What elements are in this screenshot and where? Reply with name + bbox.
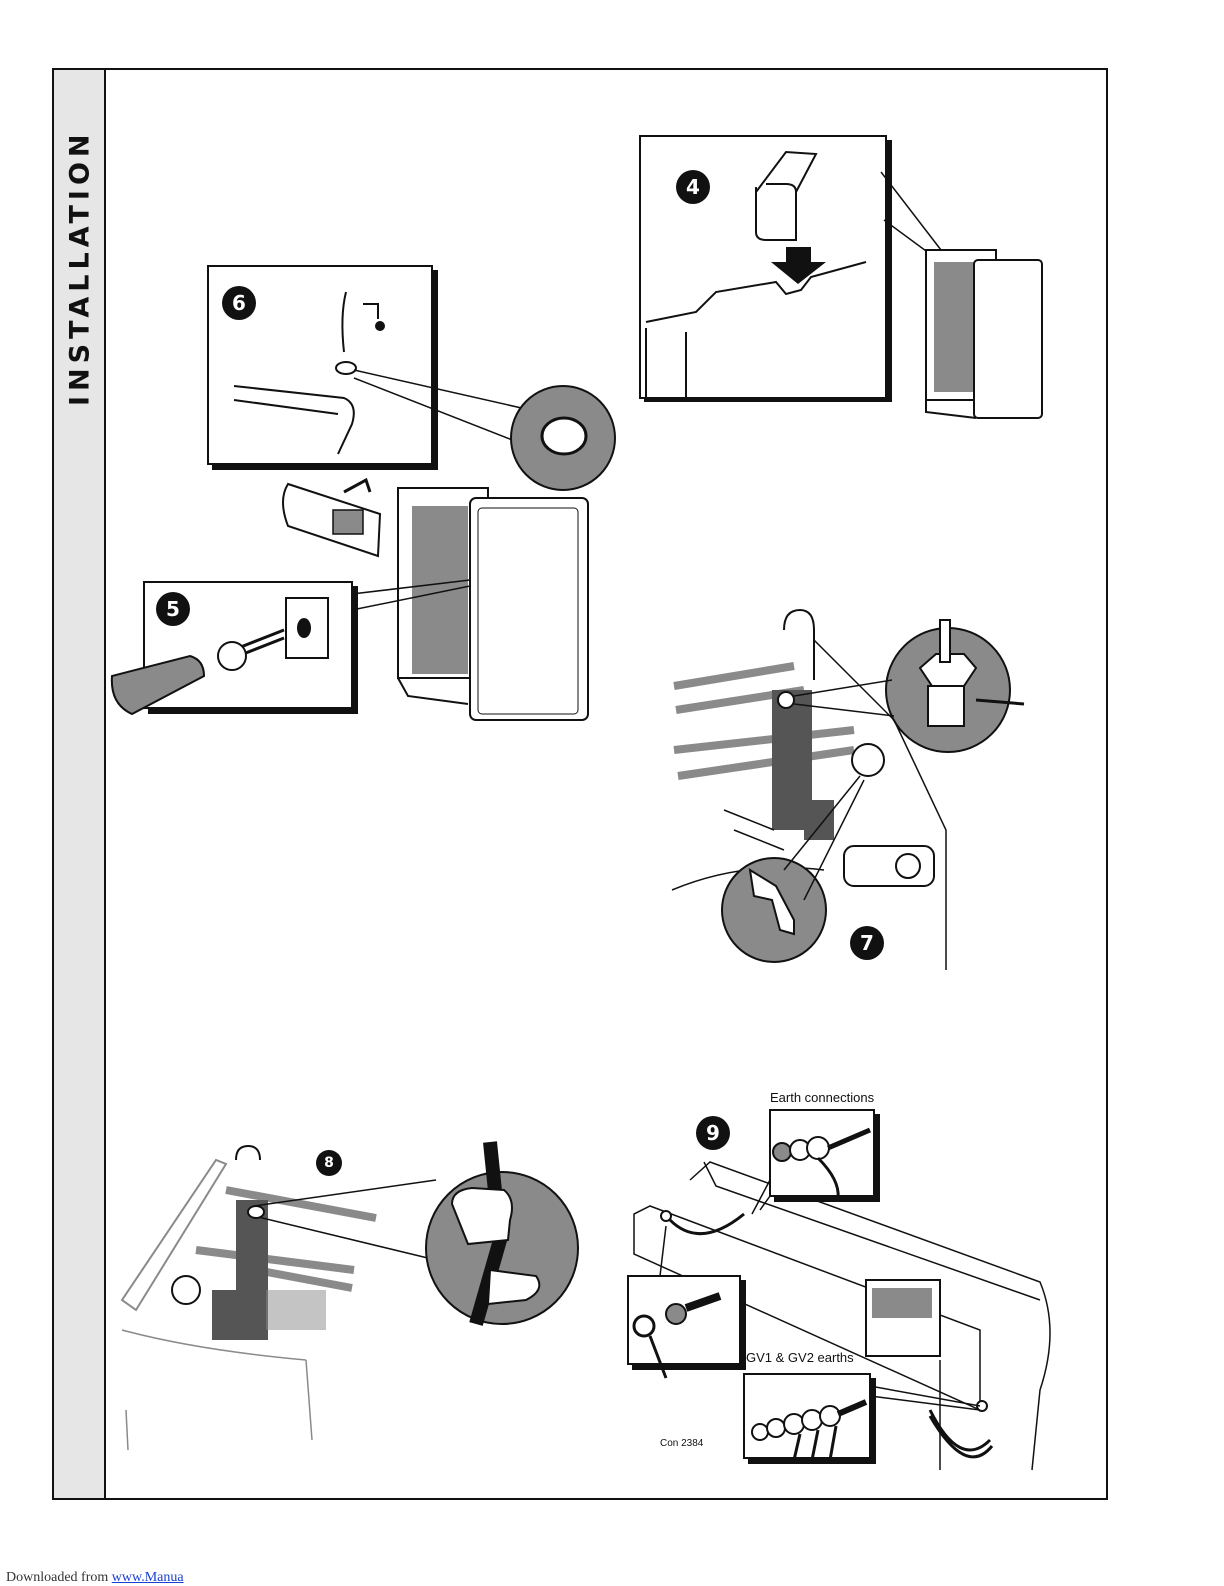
figure-8: 8 [116, 1140, 586, 1460]
figure-5-number: 5 [156, 592, 190, 626]
gv-earths-label: GV1 & GV2 earths [746, 1350, 854, 1365]
figure-7: 7 [664, 600, 1034, 980]
figure-4: 4 [636, 132, 1046, 432]
figure-8-number: 8 [316, 1150, 342, 1176]
footer-prefix: Downloaded from [6, 1570, 112, 1585]
sidebar: INSTALLATION [54, 70, 106, 1498]
footer-link[interactable]: www.Manua [112, 1570, 184, 1585]
figure-7-number: 7 [850, 926, 884, 960]
figure-8-illustration [116, 1140, 586, 1460]
reference-code: Con 2384 [660, 1438, 703, 1449]
figure-9: 9 Earth connections GV1 & GV2 earths Con… [620, 1090, 1060, 1480]
figure-7-illustration [664, 600, 1034, 980]
figure-5-6: 6 5 [108, 264, 618, 734]
figure-6-number: 6 [222, 286, 256, 320]
figure-5-6-illustration [108, 264, 618, 734]
figure-9-number: 9 [696, 1116, 730, 1150]
figure-4-number: 4 [676, 170, 710, 204]
sidebar-title: INSTALLATION [60, 86, 100, 406]
earth-connections-label: Earth connections [770, 1090, 874, 1105]
figure-9-illustration [620, 1090, 1060, 1480]
